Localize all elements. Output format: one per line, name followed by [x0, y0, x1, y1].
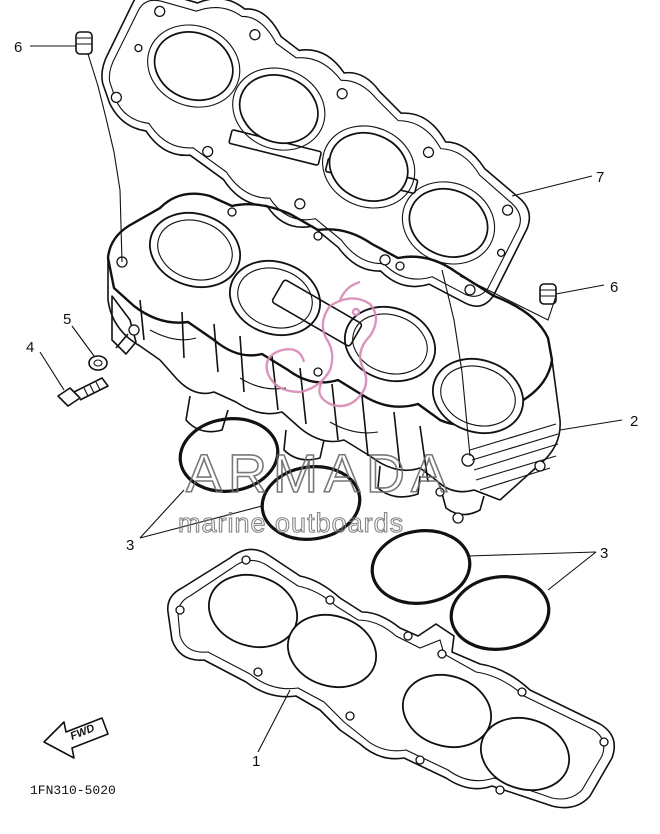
callout-6-right: 6 [610, 279, 618, 296]
callout-7: 7 [596, 169, 604, 186]
fwd-arrow-icon: FWD [43, 717, 109, 759]
callout-3-left: 3 [126, 537, 134, 554]
dowel-pin-top-left [75, 31, 93, 55]
head-gasket-part-7 [101, 0, 531, 307]
armada-watermark: ARMADA marine outboards [177, 280, 453, 539]
watermark-brand: ARMADA [186, 444, 453, 504]
washer-part-5 [88, 355, 108, 371]
callout-3-right: 3 [600, 545, 608, 562]
leader-lines [30, 45, 623, 753]
bolt-part-4 [57, 377, 109, 407]
seahorse-logo-icon [265, 280, 378, 408]
o-rings-left [178, 417, 362, 541]
base-gasket-part-1 [166, 548, 616, 809]
callout-labels: 6 7 6 5 4 2 3 3 1 [14, 39, 638, 770]
dowel-pin-right [539, 283, 557, 305]
callout-5: 5 [63, 311, 71, 328]
callout-1: 1 [252, 753, 260, 770]
watermark-tagline: marine outboards [178, 508, 404, 538]
diagram-part-number: 1FN310-5020 [30, 783, 116, 798]
cylinder-block-part-2 [106, 192, 561, 524]
o-rings-right [370, 529, 551, 651]
callout-6-top: 6 [14, 39, 22, 56]
callout-2: 2 [630, 413, 638, 430]
callout-4: 4 [26, 339, 34, 356]
